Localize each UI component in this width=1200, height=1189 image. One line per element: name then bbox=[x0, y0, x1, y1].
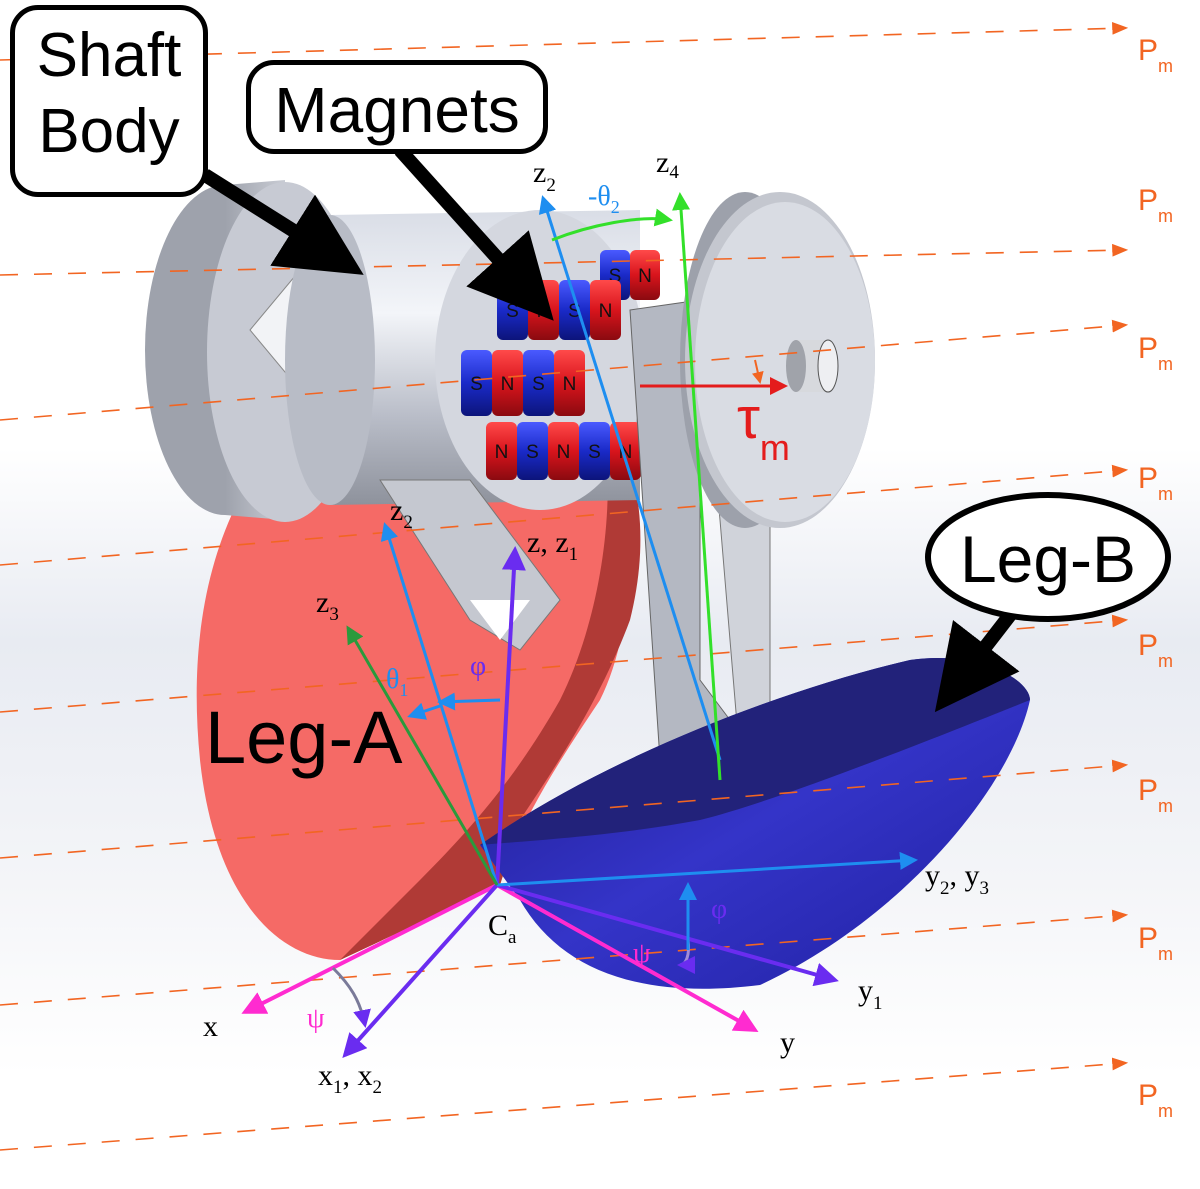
z4-label: z4 bbox=[656, 146, 679, 183]
magnet-segment bbox=[579, 422, 610, 480]
magnet-segment bbox=[523, 350, 554, 416]
magnet-pole-label: S bbox=[470, 374, 483, 395]
theta2-arc bbox=[551, 208, 673, 242]
phi-arrow-left bbox=[437, 692, 501, 711]
magnet-pole-label: N bbox=[537, 301, 551, 322]
z-z1-label: z, z1 bbox=[527, 526, 578, 565]
magnets-label: Magnets bbox=[274, 74, 520, 146]
leg-b-callout bbox=[925, 492, 1171, 622]
torque-small-arrow bbox=[751, 359, 764, 384]
magnet-pole-label: N bbox=[557, 442, 571, 463]
z2-lower-label: z2 bbox=[390, 494, 413, 533]
magnet-pole-label: N bbox=[563, 374, 577, 395]
phi-label-lower: φ bbox=[711, 894, 727, 925]
z4-axis bbox=[672, 192, 722, 781]
psi-label-lower: ψ bbox=[307, 1003, 325, 1034]
magnet-pole-label: N bbox=[638, 266, 652, 287]
shaft-body-callout: Shaft Body bbox=[10, 5, 208, 197]
z2-upper-label: z2 bbox=[533, 156, 556, 196]
torque-label: τm bbox=[737, 386, 790, 468]
magnet-segment bbox=[590, 280, 621, 340]
angle-labels: θ1 -θ2 φ φ ψ ψ bbox=[307, 181, 727, 1034]
field-label: Pm bbox=[1138, 629, 1173, 671]
magnet-segment bbox=[554, 350, 585, 416]
field-label: Pm bbox=[1138, 922, 1173, 964]
magnet-pole-label: S bbox=[526, 442, 539, 463]
axis-labels: x x1, x2 y y1 y2, y3 z, z1 z2 z2 z3 z4 C… bbox=[203, 146, 989, 1098]
field-label: Pm bbox=[1138, 774, 1173, 816]
magnet-segment bbox=[492, 350, 523, 416]
leg-b-pointer bbox=[934, 610, 1020, 713]
x-label: x bbox=[203, 1010, 218, 1043]
z-axis bbox=[495, 546, 526, 886]
theta1-label: θ1 bbox=[386, 664, 408, 700]
shaft-body-pointer bbox=[201, 169, 364, 275]
shaft-label-line1: Shaft bbox=[36, 21, 182, 90]
magnet-pole-label: N bbox=[495, 442, 509, 463]
magnet-pole-label: S bbox=[588, 442, 601, 463]
field-label: Pm bbox=[1138, 34, 1173, 76]
magnet-segment bbox=[630, 250, 660, 300]
magnet-pole-label: S bbox=[506, 301, 519, 322]
x1-x2-label: x1, x2 bbox=[318, 1059, 382, 1098]
x-axis bbox=[241, 883, 498, 1014]
magnet-segment bbox=[517, 422, 548, 480]
magnet-segment bbox=[461, 350, 492, 416]
y-axis bbox=[496, 883, 759, 1032]
magnet-pole-label: N bbox=[501, 374, 515, 395]
pin bbox=[786, 339, 839, 393]
phi-label-upper: φ bbox=[470, 651, 486, 682]
y1-label: y1 bbox=[858, 974, 883, 1014]
y-label: y bbox=[780, 1026, 795, 1059]
y2-axis bbox=[496, 851, 918, 887]
field-label: Pm bbox=[1138, 184, 1173, 226]
coordinate-axes bbox=[241, 192, 918, 1058]
callout-pointers bbox=[201, 145, 1020, 713]
theta2-label: -θ2 bbox=[588, 181, 620, 217]
magnet-segment bbox=[486, 422, 517, 480]
z3-label: z3 bbox=[316, 586, 339, 625]
psi-arc-lower bbox=[331, 966, 371, 1028]
magnets-callout: Magnets bbox=[246, 60, 548, 154]
magnet-pole-label: S bbox=[532, 374, 545, 395]
leg-a-label: Leg-A bbox=[205, 696, 403, 779]
leg-b-label: Leg-B bbox=[960, 522, 1136, 596]
y2-y3-label: y2, y3 bbox=[925, 859, 989, 899]
psi-label-right: ψ bbox=[633, 938, 651, 969]
z2-axis-upper bbox=[538, 195, 722, 761]
origin-label: Ca bbox=[488, 909, 517, 948]
leg-b-body bbox=[480, 658, 1030, 989]
field-label: Pm bbox=[1138, 1079, 1173, 1121]
shaft-label-line2: Body bbox=[38, 97, 180, 166]
magnets-pointer bbox=[394, 145, 554, 321]
magnet-pole-label: N bbox=[599, 301, 613, 322]
field-line bbox=[0, 243, 1129, 276]
y1-axis bbox=[496, 883, 839, 987]
theta1-arrow bbox=[407, 702, 441, 720]
field-label: Pm bbox=[1138, 332, 1173, 374]
z3-axis bbox=[346, 625, 499, 886]
field-label: Pm bbox=[1138, 462, 1173, 504]
field-line bbox=[0, 1057, 1129, 1151]
magnet-segment bbox=[548, 422, 579, 480]
